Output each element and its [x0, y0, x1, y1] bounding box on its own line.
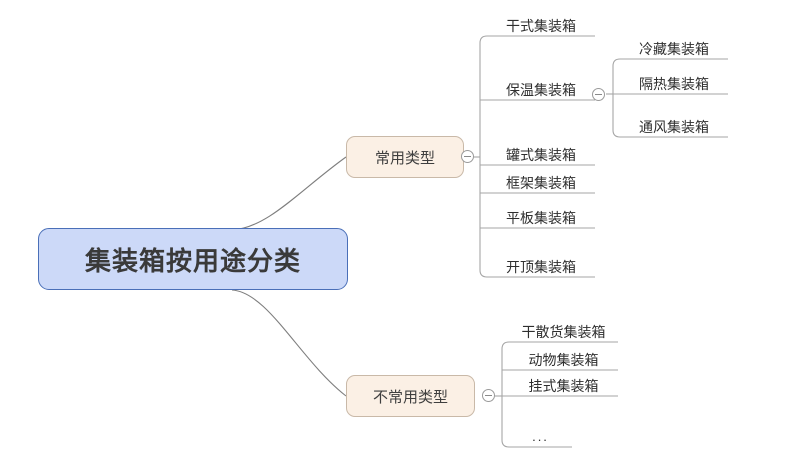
collapse-minus-icon-insulated[interactable]: [592, 88, 605, 101]
leaf-node-hanger-label: 挂式集装箱: [528, 378, 599, 394]
leaf-node-more[interactable]: ...: [509, 428, 572, 449]
leaf-node-tank[interactable]: 罐式集装箱: [487, 144, 595, 165]
leaf-node-platform[interactable]: 平板集装箱: [487, 207, 595, 228]
leaf-node-more-label: ...: [532, 429, 549, 444]
leaf-node-platform-label: 平板集装箱: [506, 210, 576, 226]
leaf-node-open-top[interactable]: 开顶集装箱: [487, 256, 595, 277]
connector-root-to-uncommon: [231, 289, 347, 397]
leaf-node-heat-insulated-label: 隔热集装箱: [639, 76, 709, 92]
leaf-node-insulated[interactable]: 保温集装箱: [487, 79, 595, 100]
collapse-minus-icon-uncommon[interactable]: [482, 389, 495, 402]
connector-root-to-common: [231, 156, 347, 231]
leaf-node-dry[interactable]: 干式集装箱: [487, 15, 595, 36]
leaf-node-reefer[interactable]: 冷藏集装箱: [620, 38, 728, 59]
leaf-node-livestock-label: 动物集装箱: [528, 352, 599, 368]
branch-node-uncommon[interactable]: 不常用类型: [346, 375, 475, 417]
leaf-node-frame[interactable]: 框架集装箱: [487, 172, 595, 193]
branch-node-uncommon-label: 不常用类型: [372, 388, 448, 406]
leaf-node-heat-insulated[interactable]: 隔热集装箱: [620, 73, 728, 94]
branch-node-common-label: 常用类型: [374, 149, 435, 167]
leaf-node-reefer-label: 冷藏集装箱: [639, 41, 709, 57]
leaf-node-dry-bulk-label: 干散货集装箱: [521, 324, 606, 340]
branch-node-common[interactable]: 常用类型: [346, 136, 464, 178]
collapse-minus-icon-common[interactable]: [461, 150, 474, 163]
leaf-node-dry-bulk[interactable]: 干散货集装箱: [509, 321, 618, 342]
leaf-node-ventilated[interactable]: 通风集装箱: [620, 116, 728, 137]
leaf-node-dry-label: 干式集装箱: [506, 18, 576, 34]
root-node-label: 集装箱按用途分类: [84, 245, 301, 276]
root-node[interactable]: 集装箱按用途分类: [38, 228, 348, 290]
leaf-node-hanger[interactable]: 挂式集装箱: [509, 375, 618, 396]
leaf-node-ventilated-label: 通风集装箱: [639, 119, 709, 135]
leaf-node-frame-label: 框架集装箱: [506, 175, 576, 191]
leaf-node-tank-label: 罐式集装箱: [506, 147, 576, 163]
leaf-node-open-top-label: 开顶集装箱: [506, 259, 576, 275]
leaf-node-livestock[interactable]: 动物集装箱: [509, 349, 618, 370]
leaf-node-insulated-label: 保温集装箱: [506, 82, 576, 98]
